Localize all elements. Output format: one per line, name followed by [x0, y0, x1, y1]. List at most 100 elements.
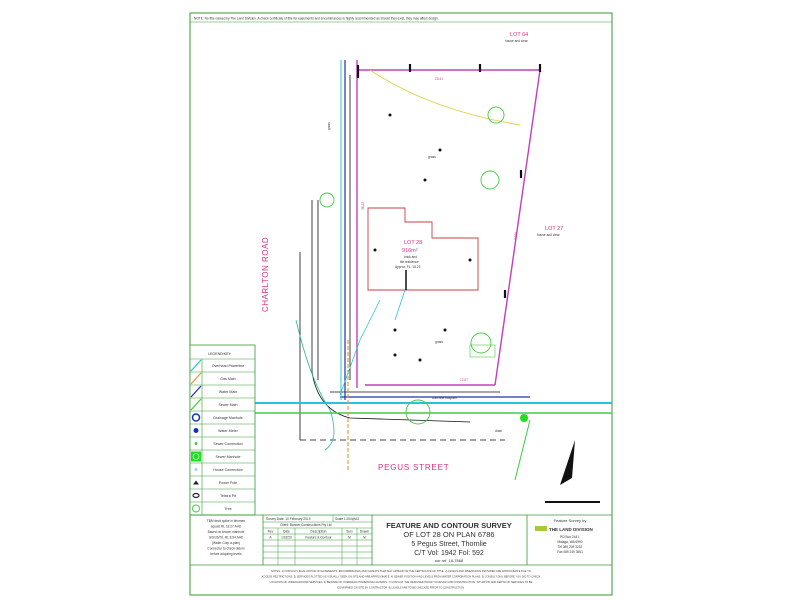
grass-label: grass: [435, 340, 443, 344]
datum-note-line: before adopting levels: [210, 552, 242, 556]
legend-symbol-icon: [194, 442, 198, 445]
lot28-desc2: tile residence: [400, 260, 419, 264]
dim-right: 54.68: [513, 231, 518, 240]
client: Client: Banner Constructions Pty Ltd: [280, 523, 332, 527]
lot28-desc1: brick and: [404, 255, 417, 259]
datum-note-line: (Water Corp a-plan): [212, 541, 240, 545]
title-block: [190, 514, 612, 566]
lot64-label: LOT 64: [510, 32, 528, 38]
legend-item: House Connection: [190, 468, 255, 477]
revision-cell: Feature & Contour: [305, 536, 332, 540]
legend-symbol-icon: [192, 492, 200, 499]
legend-item: Overhead Powerline: [190, 359, 255, 373]
pegus-street-label: PEGUS STREET: [378, 463, 449, 472]
legend-item: Drainage Manhole: [190, 413, 255, 425]
title-line2: OF LOT 28 ON PLAN 6786: [403, 530, 494, 539]
legend-symbol-icon: [192, 504, 200, 513]
note-line: CONFIRMED ON SITE BY CONTRACTOR. 8) LEVE…: [337, 586, 465, 590]
drain-label: drain: [495, 429, 502, 433]
revision-header: Surv: [346, 530, 353, 534]
legend-item: Water Meter: [190, 428, 255, 438]
lot27-label: LOT 27: [545, 226, 563, 232]
legend-symbol-icon: [190, 359, 202, 372]
lot27-desc: house and clear: [537, 233, 561, 237]
revision-header: Date: [283, 530, 290, 534]
legend-label: Water Meter: [218, 429, 238, 433]
spot-levels: [373, 113, 472, 362]
legend-item: Water Main: [190, 385, 255, 399]
legend-symbol-icon: [194, 468, 198, 471]
legend-symbol-icon: [191, 451, 201, 462]
revision-header: Description: [311, 530, 327, 534]
revision-header: Drawn: [360, 530, 369, 534]
legend-label: Sewer Main: [219, 403, 238, 407]
page-frame: [189, 12, 613, 596]
trees: [319, 106, 505, 425]
north-arrow-icon: [545, 440, 600, 503]
legend-symbol-icon: [190, 398, 202, 411]
legend-label: House Connection: [213, 468, 243, 472]
title-line3: 5 Pegus Street, Thornlie: [411, 541, 486, 548]
lot64-desc: house and clear: [505, 39, 529, 43]
legend-item: Gas Main: [190, 372, 255, 386]
lot-boundary: [356, 60, 541, 388]
company-heading: Feature Survey by: [554, 518, 587, 523]
company-fax: Fax 089 249 3551: [557, 550, 583, 554]
legend-item: Sewer Main: [190, 398, 255, 412]
grass-label: grass: [428, 155, 436, 159]
legend-symbol-icon: [190, 385, 202, 398]
company-tel: Tel 089 209 3232: [558, 545, 583, 549]
title-line4: C/T Vol: 1942 Fol: 592: [414, 550, 484, 557]
svg-text:THE LAND DIVISION: THE LAND DIVISION: [549, 527, 593, 532]
legend-label: Power Pole: [219, 481, 237, 485]
legend-label: Sewer Connection: [213, 442, 242, 446]
bottom-notes: NOTES: 1) CONSULT LEGAL ADVICE ON EASEME…: [262, 569, 541, 590]
company-logo: THE LAND DIVISION: [535, 526, 593, 532]
top-note: NOTE: No title viewed by The Land Divisi…: [194, 17, 439, 21]
setback-arc: [369, 69, 521, 126]
legend-item: Sewer Manhole: [190, 451, 255, 464]
note-line: NOTES: 1) CONSULT LEGAL ADVICE ON EASEME…: [271, 569, 531, 573]
datum-note-line: G/S/26/76, RL 8.94 AHD: [209, 536, 244, 540]
lot28-area: 916m²: [402, 248, 418, 254]
dim-top: 25.41: [435, 77, 443, 81]
title-line5: our ref. 18-7868: [435, 558, 464, 563]
legend-symbol-icon: [191, 413, 201, 422]
boundary-pegs: [356, 64, 542, 298]
revision-cell: 1/02/20: [281, 536, 292, 540]
note-line: ACCESS RESTRICTIONS. 3) SERVICES PLOTTED…: [262, 575, 541, 579]
revision-cell: M: [363, 536, 366, 540]
charlton-road-label: CHARLTON ROAD: [261, 237, 270, 312]
dim-left: 36.22: [361, 202, 365, 210]
footpath-label: concrete footpath: [432, 396, 457, 400]
revision-header: Rev: [268, 530, 274, 534]
legend-item: Telstra Pit: [190, 492, 255, 503]
legend-label: Sewer Manhole: [216, 455, 241, 459]
sewer-manhole: [520, 414, 528, 422]
company-address2: Malaga, WA 6990: [557, 540, 582, 544]
legend-label: Tree: [224, 507, 231, 511]
legend-symbol-icon: [193, 428, 199, 433]
dim-bottom: 12.67: [460, 378, 468, 382]
grass-label: grass: [327, 122, 331, 130]
legend-label: Drainage Manhole: [213, 416, 242, 420]
company-address1: PO Box 2441,: [560, 535, 580, 539]
legend-item: Sewer Connection: [190, 442, 255, 451]
revision-cell: A: [269, 536, 272, 540]
legend-symbol-icon: [193, 480, 199, 485]
legend-label: Telstra Pit: [220, 494, 236, 498]
legend-item: Power Pole: [190, 480, 255, 490]
datum-note-line: TBM deck spike in bitumen: [207, 519, 245, 523]
note-line: LOCATION OF UNDERGROUND SERVICES. 6) BEW…: [270, 580, 533, 584]
legend-title: LEGEND/KEY: [208, 352, 232, 356]
survey-scale: Scale 1:200@A3: [335, 517, 359, 521]
legend-symbol-icon: [190, 372, 202, 385]
house-outline: [367, 207, 479, 291]
legend-label: Gas Main: [220, 377, 235, 381]
title-line1: FEATURE AND CONTOUR SURVEY: [386, 521, 512, 530]
datum-note-line: Based on known manhole: [208, 530, 245, 534]
